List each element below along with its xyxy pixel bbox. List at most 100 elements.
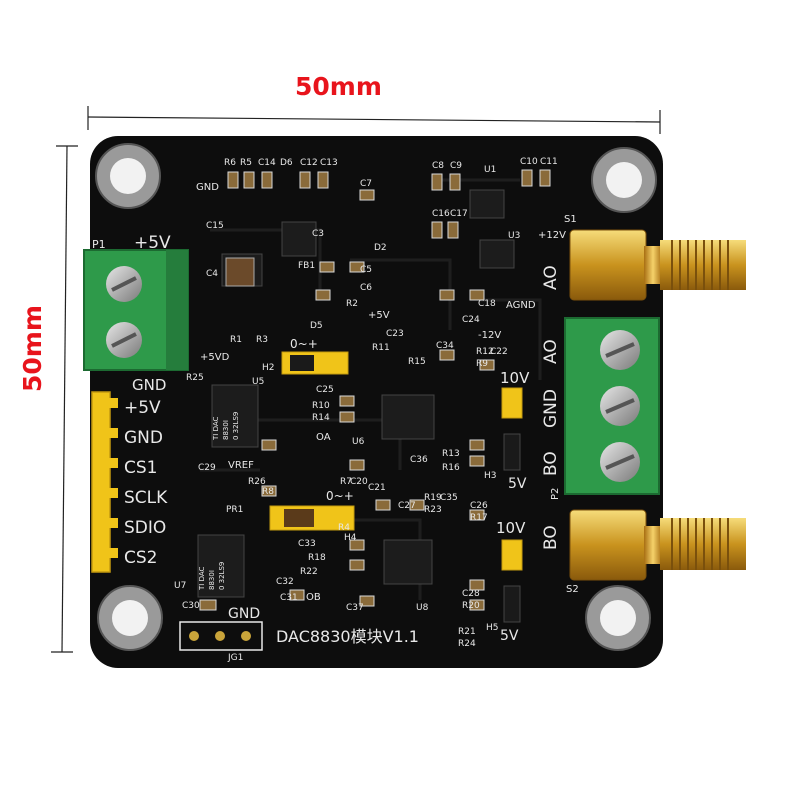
ref-r3: R3 — [256, 335, 268, 345]
ref-c32: C32 — [276, 577, 294, 587]
ref-c11: C11 — [540, 157, 558, 167]
ref-c18: C18 — [478, 299, 496, 309]
ref-c23: C23 — [386, 329, 404, 339]
pin-header[interactable] — [91, 391, 118, 573]
p1-gnd-label: GND — [132, 376, 166, 394]
ref-r10: R10 — [312, 401, 330, 411]
p2-ref-label: P2 — [550, 488, 561, 500]
ref-r21: R21 — [458, 627, 476, 637]
label-gnd-top: GND — [196, 182, 219, 193]
jg1-gnd-label: GND — [228, 606, 260, 622]
ref-c27: C27 — [398, 501, 416, 511]
dac-chip-u7-text-2: 8830I — [208, 570, 216, 590]
ref-fb1: FB1 — [298, 261, 315, 271]
header-pin-cs2: CS2 — [124, 548, 157, 568]
p2-gnd-label: GND — [541, 389, 561, 428]
ref-r22: R22 — [300, 567, 318, 577]
height-dimension-line — [51, 145, 78, 653]
sma-connector-ao — [569, 229, 746, 301]
ref-c36: C36 — [410, 455, 428, 465]
jumper-h4-label: 0~+ — [326, 489, 354, 503]
ref-r2: R2 — [346, 299, 358, 309]
ref-r14: R14 — [312, 413, 330, 423]
ref-c25: C25 — [316, 385, 334, 395]
ref-d2: D2 — [374, 243, 387, 253]
p1-ref-label: P1 — [92, 238, 106, 251]
ref-h5: H5 — [486, 623, 499, 633]
jumper-h2-label: 0~+ — [290, 337, 318, 351]
ref-c5: C5 — [360, 265, 372, 275]
ref-pr1: PR1 — [226, 505, 243, 515]
ref-c33: C33 — [298, 539, 316, 549]
sma-b-label: BO — [541, 525, 561, 550]
label-ob: OB — [306, 592, 321, 603]
sma-connector-bo — [569, 509, 746, 581]
label-oa: OA — [316, 432, 331, 443]
sma-a-label: AO — [541, 265, 561, 290]
label-vref: VREF — [228, 460, 254, 471]
jg1-ref-label: JG1 — [227, 653, 243, 663]
ref-c16: C16 — [432, 209, 450, 219]
ref-r26: R26 — [248, 477, 266, 487]
dac-chip-u5-text-2: 8830I — [222, 420, 230, 440]
p2-ao-label: AO — [541, 339, 561, 364]
ref-u8: U8 — [416, 603, 429, 613]
ref-r24: R24 — [458, 639, 476, 649]
ref-r19: R19 — [424, 493, 442, 503]
jumper-a-top-label: 10V — [500, 369, 530, 387]
ref-r11: R11 — [372, 343, 390, 353]
opamp-chips — [221, 189, 515, 585]
mounting-hole-bottom-right — [585, 585, 651, 651]
ref-c22: C22 — [490, 347, 508, 357]
dac-chip-u7-text-1: TI DAC — [198, 567, 206, 591]
ref-c37: C37 — [346, 603, 364, 613]
jumper-a-bottom-label: 5V — [508, 476, 527, 492]
mounting-hole-top-right — [591, 147, 657, 213]
ref-c34: C34 — [436, 341, 454, 351]
ref-r8: R8 — [262, 487, 274, 497]
ref-c6: C6 — [360, 283, 372, 293]
ref-u1: U1 — [484, 165, 496, 175]
dac-chip-u7-text-3: 0 32LS9 — [218, 562, 226, 590]
jumper-h4[interactable] — [269, 505, 355, 531]
jumper-a[interactable] — [501, 387, 523, 471]
sma-b-ref: S2 — [566, 584, 579, 595]
label-plus12v: +12V — [538, 230, 566, 241]
ref-r1: R1 — [230, 335, 242, 345]
jumper-b[interactable] — [501, 539, 523, 623]
label-s1: S1 — [564, 214, 577, 225]
inductor-c4 — [225, 257, 255, 287]
dac-chip-u5 — [211, 384, 259, 448]
component-refs: R6 R5 C14 D6 C12 C13 C8 C9 U1 C10 C11 C1… — [174, 157, 558, 649]
ref-d6: D6 — [280, 158, 293, 168]
power-terminal-block — [83, 249, 189, 371]
jg1-header — [179, 621, 263, 651]
jumper-h2[interactable] — [281, 351, 349, 375]
ref-c21: C21 — [368, 483, 386, 493]
ref-c4: C4 — [206, 269, 218, 279]
ref-c24: C24 — [462, 315, 480, 325]
ref-c10: C10 — [520, 157, 538, 167]
header-pin-sclk: SCLK — [124, 488, 168, 508]
label-plus5v: +5V — [368, 310, 390, 321]
ref-r25: R25 — [186, 373, 204, 383]
ref-r5: R5 — [240, 158, 252, 168]
ref-c20: C20 — [350, 477, 368, 487]
ref-c17: C17 — [450, 209, 468, 219]
ref-c3: C3 — [312, 229, 324, 239]
ref-c14: C14 — [258, 158, 276, 168]
ref-u6: U6 — [352, 437, 365, 447]
ref-r20: R20 — [462, 601, 480, 611]
ref-c28: C28 — [462, 589, 480, 599]
mounting-hole-top-left — [95, 143, 161, 209]
header-pin-cs1: CS1 — [124, 458, 157, 478]
ref-r13: R13 — [442, 449, 460, 459]
ref-r18: R18 — [308, 553, 326, 563]
board-title: DAC8830模块V1.1 — [276, 627, 419, 646]
ref-r9: R9 — [476, 359, 488, 369]
width-dimension-line — [87, 106, 661, 134]
ref-r23: R23 — [424, 505, 442, 515]
ref-r15: R15 — [408, 357, 426, 367]
ref-r7: R7 — [340, 477, 352, 487]
